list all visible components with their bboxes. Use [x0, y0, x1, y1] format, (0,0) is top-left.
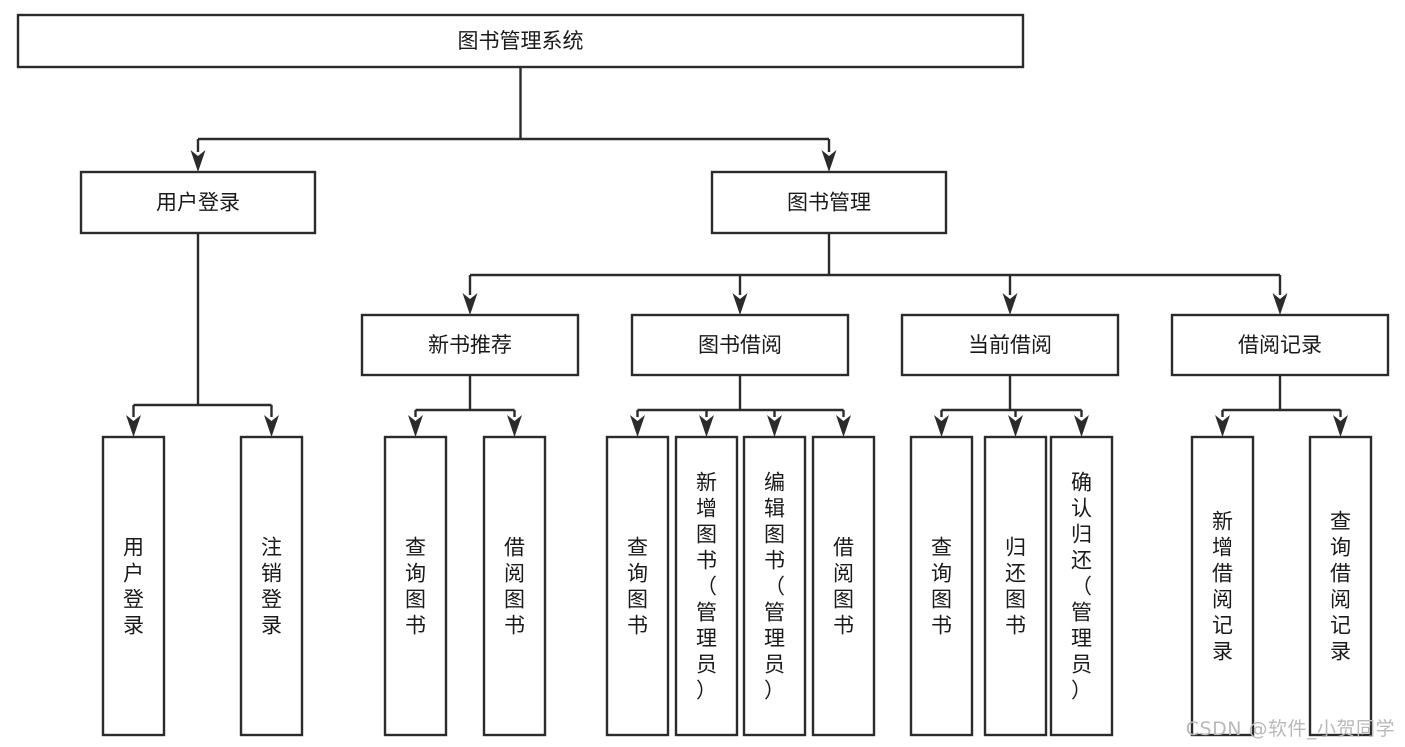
node-box	[1308, 435, 1373, 737]
node-label: 归还图书	[1005, 535, 1026, 637]
node-leaf-add-book-admin[interactable]: 新增图书（管理员）	[674, 435, 739, 737]
node-leaf-confirm-return-admin[interactable]: 确认归还（管理员）	[1049, 435, 1114, 737]
node-label: 图书借阅	[698, 333, 782, 357]
connector-group-book-manage	[462, 233, 1288, 315]
node-label: 图书管理	[787, 191, 871, 215]
node-label: 借阅记录	[1238, 333, 1322, 357]
connector-layer	[126, 67, 1348, 437]
node-label: 查询借阅记录	[1330, 509, 1351, 663]
node-label: 用户登录	[123, 535, 144, 637]
node-box	[16, 13, 1025, 69]
node-current-borrow[interactable]: 当前借阅	[900, 313, 1120, 377]
connector-group-new-book-recommend	[408, 375, 522, 437]
node-box	[983, 435, 1048, 737]
node-box	[1190, 435, 1255, 737]
node-box	[79, 170, 317, 235]
node-box	[101, 435, 166, 737]
node-box	[742, 435, 807, 737]
node-layer: 图书管理系统用户登录图书管理新书推荐图书借阅当前借阅借阅记录用户登录注销登录查询…	[16, 13, 1390, 737]
node-user-login[interactable]: 用户登录	[79, 170, 317, 235]
node-leaf-logout-login[interactable]: 注销登录	[239, 435, 304, 737]
node-box	[630, 313, 850, 377]
node-new-book-recommend[interactable]: 新书推荐	[360, 313, 580, 377]
node-label: 查询图书	[627, 535, 648, 637]
node-label: 借阅图书	[504, 535, 525, 637]
node-label: 查询图书	[405, 535, 426, 637]
node-box	[1049, 435, 1114, 737]
node-leaf-query-book-recommend[interactable]: 查询图书	[383, 435, 448, 737]
node-leaf-add-borrow-record[interactable]: 新增借阅记录	[1190, 435, 1255, 737]
node-root[interactable]: 图书管理系统	[16, 13, 1025, 69]
node-label: 新增图书（管理员）	[696, 470, 717, 702]
node-label: 新增借阅记录	[1212, 509, 1233, 663]
node-leaf-borrow-book[interactable]: 借阅图书	[811, 435, 876, 737]
node-label: 图书管理系统	[458, 29, 584, 53]
node-label: 注销登录	[261, 535, 282, 637]
node-box	[900, 313, 1120, 377]
node-leaf-query-borrow-record[interactable]: 查询借阅记录	[1308, 435, 1373, 737]
node-book-borrow[interactable]: 图书借阅	[630, 313, 850, 377]
node-leaf-query-book-borrow[interactable]: 查询图书	[605, 435, 670, 737]
connector-group-root	[190, 67, 837, 172]
node-leaf-return-book[interactable]: 归还图书	[983, 435, 1048, 737]
connector-group-user-login	[126, 233, 279, 437]
node-label: 编辑图书（管理员）	[764, 470, 785, 702]
node-box	[383, 435, 448, 737]
node-box	[1170, 313, 1390, 377]
node-leaf-query-book-current[interactable]: 查询图书	[909, 435, 974, 737]
connector-group-current-borrow	[934, 375, 1089, 437]
node-label: 借阅图书	[833, 535, 854, 637]
node-box	[360, 313, 580, 377]
node-book-manage[interactable]: 图书管理	[710, 170, 948, 235]
node-box	[811, 435, 876, 737]
node-label: 确认归还（管理员）	[1071, 470, 1092, 702]
node-label: 用户登录	[156, 191, 240, 215]
node-box	[605, 435, 670, 737]
node-borrow-record[interactable]: 借阅记录	[1170, 313, 1390, 377]
node-box	[710, 170, 948, 235]
node-label: 新书推荐	[428, 333, 512, 357]
node-box	[674, 435, 739, 737]
node-leaf-edit-book-admin[interactable]: 编辑图书（管理员）	[742, 435, 807, 737]
connector-group-borrow-record	[1215, 375, 1348, 437]
connector-group-book-borrow	[630, 375, 851, 437]
node-leaf-borrow-book-recommend[interactable]: 借阅图书	[482, 435, 547, 737]
node-box	[239, 435, 304, 737]
node-leaf-user-login[interactable]: 用户登录	[101, 435, 166, 737]
node-box	[482, 435, 547, 737]
node-label: 当前借阅	[968, 333, 1052, 357]
node-box	[909, 435, 974, 737]
node-label: 查询图书	[931, 535, 952, 637]
